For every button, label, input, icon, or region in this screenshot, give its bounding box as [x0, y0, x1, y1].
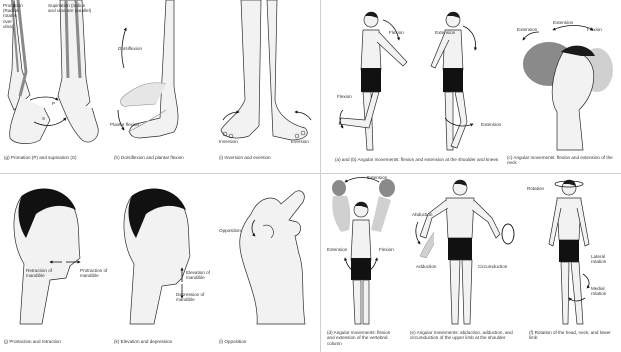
caption-i: (i) Inversion and eversion	[219, 155, 319, 160]
panel-neck: Extension Extension Flexion (c) Angular …	[501, 0, 621, 172]
caption-g: (g) Pronation (P) and supination (S)	[4, 155, 109, 160]
neck-flexion-illustration	[501, 0, 621, 172]
flexion-label-d: Flexion	[379, 247, 394, 252]
caption-ab: (a) and (b) Angular movements: flexion a…	[335, 157, 501, 162]
extension-left-label-d: Extension	[327, 247, 347, 252]
extension-top-label: Extension	[553, 20, 573, 25]
depression-label: Depression of mandible	[176, 292, 212, 302]
p-label: P	[52, 101, 55, 106]
abduction-illustration	[400, 174, 522, 352]
caption-d: (d) Angular movements: flexion and exten…	[327, 330, 399, 346]
medial-rotation-label: Medial rotation	[591, 286, 613, 296]
circumduction-label: Circumduction	[478, 264, 507, 269]
dorsiflexion-label: Dorsiflexion	[118, 46, 142, 51]
pronation-label: Pronation (Radius rotates over ulna)	[3, 3, 23, 29]
panel-pronation-supination: Pronation (Radius rotates over ulna) Sup…	[0, 0, 110, 172]
foot-dorsiflexion-illustration	[110, 0, 215, 172]
feet-inversion-illustration	[215, 0, 320, 172]
panel-abduction: Abduction Adduction Circumduction (e) An…	[400, 174, 522, 352]
panel-rotation: Rotation Lateral rotation Medial rotatio…	[523, 174, 621, 352]
eversion-label: Eversion	[291, 139, 309, 144]
caption-f: (f) Rotation of the head, neck, and lowe…	[529, 330, 619, 341]
panel-opposition: Opposition (l) Opposition	[215, 174, 320, 352]
flexion-label: Flexion	[587, 27, 602, 32]
caption-j: (j) Protraction and retraction	[4, 339, 109, 344]
jaw-protraction-illustration	[0, 174, 110, 352]
panel-shoulder-knee: Flexion Flexion Extension Extension (a) …	[321, 0, 501, 172]
panel-inversion-eversion: Inversion Eversion (i) Inversion and eve…	[215, 0, 320, 172]
rotation-label: Rotation	[527, 186, 544, 191]
adduction-label: Adduction	[416, 264, 436, 269]
panel-vertebral: Extension Extension Flexion (d) Angular …	[321, 174, 399, 352]
opposition-label: Opposition	[219, 228, 241, 233]
extension-label-2: Extension	[481, 122, 501, 127]
inversion-label: Inversion	[219, 139, 238, 144]
panel-dorsiflexion: Dorsiflexion Plantar flexion (h) Dorsifl…	[110, 0, 215, 172]
supination-label: Supination (radius and ulna are parallel…	[48, 3, 92, 13]
caption-c: (c) Angular movements: flexion and exten…	[507, 155, 619, 166]
protraction-label: Protraction of mandible	[80, 268, 110, 278]
panel-elevation: Elevation of mandible Depression of mand…	[110, 174, 215, 352]
caption-e: (e) Angular movements: abduction, adduct…	[410, 330, 522, 341]
retraction-label: Retraction of mandible	[26, 268, 56, 278]
extension-top-label-d: Extension	[367, 175, 387, 180]
jaw-elevation-illustration	[110, 174, 215, 352]
caption-h: (h) Dorsiflexion and plantar flexion	[114, 155, 214, 160]
lateral-rotation-label: Lateral rotation	[591, 254, 613, 264]
caption-l: (l) Opposition	[219, 339, 319, 344]
flexion-label-2: Flexion	[337, 94, 352, 99]
extension-left-label: Extension	[517, 27, 537, 32]
s-label: S	[42, 116, 45, 121]
abduction-label: Abduction	[412, 212, 432, 217]
extension-label-1: Extension	[435, 30, 455, 35]
hand-opposition-illustration	[215, 174, 320, 352]
caption-k: (k) Elevation and depression	[114, 339, 214, 344]
body-flexion-illustration	[321, 0, 501, 172]
flexion-label-1: Flexion	[389, 30, 404, 35]
plantar-flexion-label: Plantar flexion	[110, 122, 139, 127]
vertebral-flexion-illustration	[321, 174, 399, 352]
panel-protraction: Retraction of mandible Protraction of ma…	[0, 174, 110, 352]
elevation-label: Elevation of mandible	[186, 270, 214, 280]
